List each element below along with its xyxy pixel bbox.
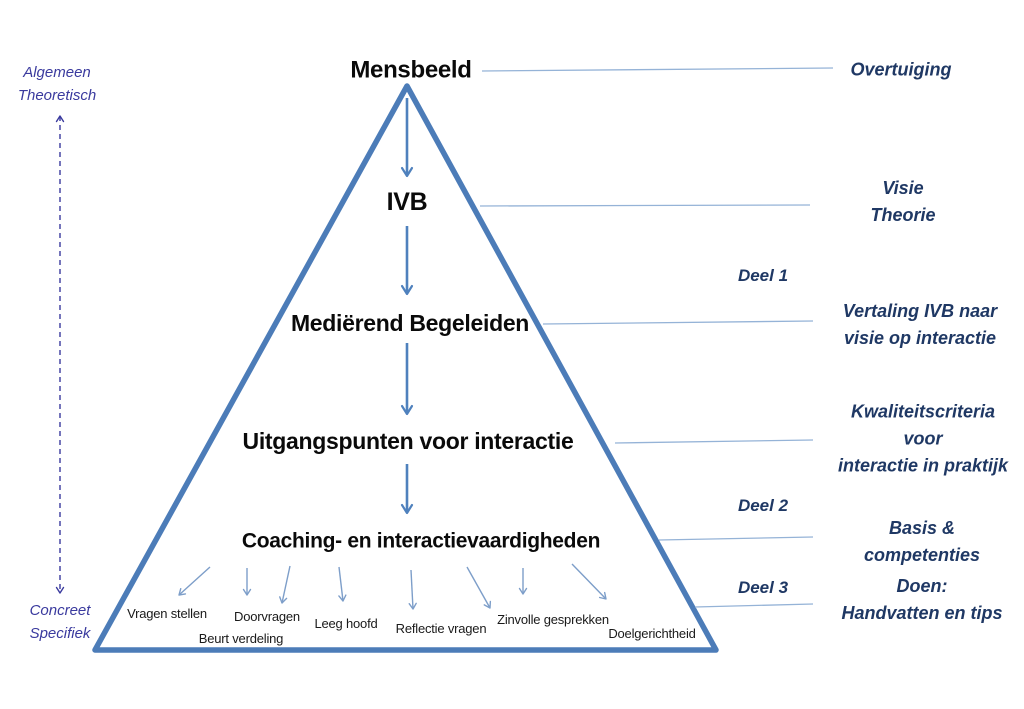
part-label-deel-3: Deel 3 bbox=[737, 577, 789, 597]
skill-zinvolle-gesprekken: Zinvolle gesprekken bbox=[497, 612, 609, 628]
right-label-visie-theorie: Visie Theorie bbox=[870, 178, 936, 225]
connector-lines bbox=[479, 67, 834, 608]
right-label-kwaliteitscriteria: Kwaliteitscriteria voor interactie in pr… bbox=[837, 401, 1009, 476]
skill-vragen-stellen: Vragen stellen bbox=[127, 606, 207, 622]
level-medierend-begeleiden: Mediërend Begeleiden bbox=[290, 310, 530, 337]
level-ivb: IVB bbox=[386, 188, 428, 216]
connector-line-mensbeeld bbox=[481, 67, 834, 72]
fanout-arrow-6 bbox=[466, 566, 492, 609]
axis-label-concreet-specifiek: Concreet Specifiek bbox=[29, 602, 91, 642]
part-label-deel-1: Deel 1 bbox=[737, 265, 789, 285]
skill-doorvragen: Doorvragen bbox=[234, 609, 300, 625]
skill-doelgerichtheid: Doelgerichtheid bbox=[608, 626, 696, 642]
connector-line-coaching bbox=[658, 536, 814, 541]
connector-line-uitgangspunten bbox=[614, 439, 814, 444]
right-label-basis-competenties: Basis & competenties bbox=[863, 518, 981, 565]
skill-beurt-verdeling: Beurt verdeling bbox=[198, 631, 284, 647]
pyramid-outline bbox=[92, 83, 719, 653]
level-mensbeeld: Mensbeeld bbox=[350, 56, 472, 84]
fanout-arrow-8 bbox=[571, 563, 607, 600]
axis-label-algemeen-theoretisch: Algemeen Theoretisch bbox=[17, 64, 97, 104]
connector-line-medierend bbox=[542, 320, 814, 325]
right-label-overtuiging: Overtuiging bbox=[850, 59, 952, 80]
fanout-arrow-5 bbox=[408, 569, 417, 610]
skill-reflectie-vragen: Reflectie vragen bbox=[395, 621, 487, 637]
skill-leeg-hoofd: Leeg hoofd bbox=[314, 616, 378, 632]
right-label-doen-handvatten: Doen: Handvatten en tips bbox=[841, 576, 1003, 623]
part-label-deel-2: Deel 2 bbox=[737, 495, 789, 515]
level-coaching: Coaching- en interactievaardigheden bbox=[241, 529, 601, 553]
connector-line-ivb bbox=[479, 204, 811, 207]
fanout-arrow-4 bbox=[338, 566, 347, 602]
right-label-vertaling-ivb: Vertaling IVB naar visie op interactie bbox=[842, 301, 998, 348]
fanout-arrow-3 bbox=[279, 565, 291, 604]
fanout-arrow-1 bbox=[178, 566, 211, 596]
level-uitgangspunten: Uitgangspunten voor interactie bbox=[242, 428, 574, 455]
connector-line-skills bbox=[694, 603, 814, 608]
fanout-arrows bbox=[178, 563, 607, 610]
